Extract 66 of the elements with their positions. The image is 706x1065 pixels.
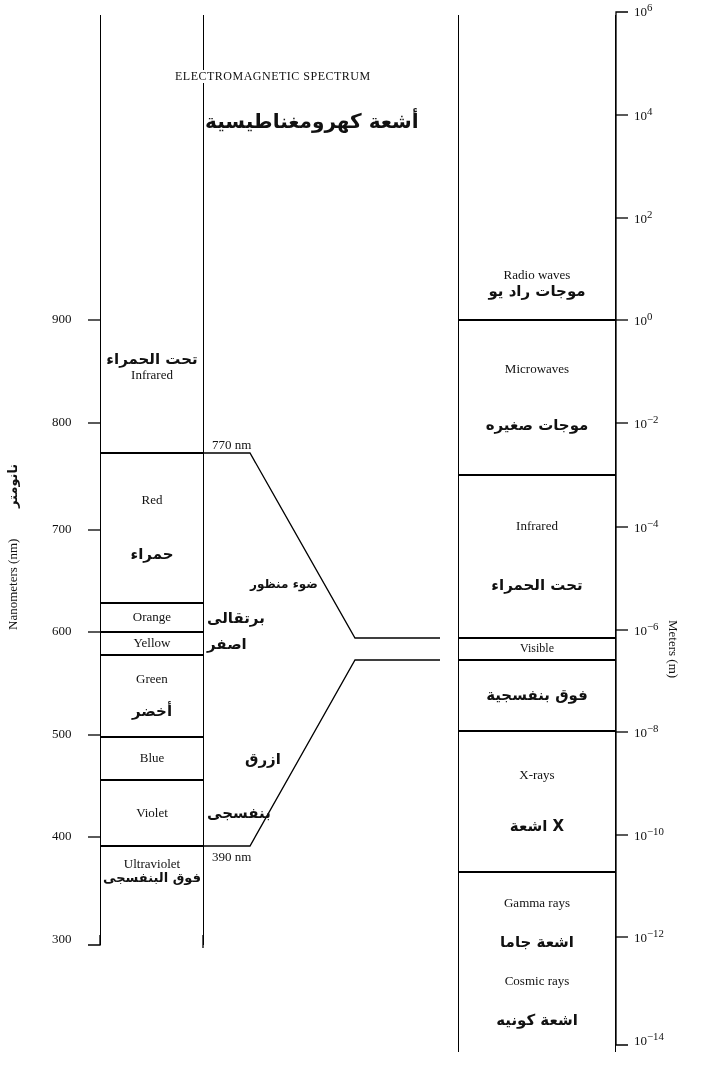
arabic-band-label: اصفر bbox=[207, 635, 247, 652]
spectrum-band bbox=[458, 320, 616, 475]
band-label: Infrared bbox=[131, 367, 173, 382]
scale-label: 900 bbox=[52, 312, 72, 327]
axis-title: Meters (m) bbox=[665, 620, 680, 679]
band-label: Ultraviolet bbox=[123, 857, 181, 872]
band-label: Yellow bbox=[133, 636, 171, 651]
arabic-band-label: اشعة X bbox=[509, 818, 565, 835]
scale-label: 10$^{−4}$ bbox=[634, 518, 659, 536]
spectrum-band bbox=[100, 846, 204, 945]
arabic-band-label: فوق البنفسجى bbox=[103, 871, 201, 886]
scale-label: 10$^{−2}$ bbox=[634, 414, 659, 432]
boundary-label: 390 nm bbox=[212, 850, 252, 865]
band-label: Radio waves bbox=[503, 268, 571, 283]
spectrum-band bbox=[458, 872, 616, 1052]
axis-title: نانومتر bbox=[6, 463, 21, 508]
arabic-band-label: اشعة جاما bbox=[499, 934, 574, 951]
diagram-title: ELECTROMAGNETIC SPECTRUM bbox=[175, 70, 371, 84]
spectrum-band bbox=[458, 638, 616, 660]
band-label: X-rays bbox=[519, 768, 555, 783]
arabic-band-label: ازرق bbox=[245, 750, 281, 767]
band-label: Orange bbox=[132, 610, 172, 625]
scale-label: 10$^{0}$ bbox=[634, 311, 653, 329]
band-label: Microwaves bbox=[504, 361, 570, 377]
scale-label: 500 bbox=[52, 727, 72, 742]
arabic-band-label: أخضر bbox=[131, 703, 173, 720]
arabic-band-label: حمراء bbox=[130, 546, 174, 563]
scale-label: 400 bbox=[52, 829, 72, 844]
spectrum-band bbox=[458, 660, 616, 731]
spectrum-band bbox=[458, 475, 616, 638]
band-label: Green bbox=[136, 672, 168, 687]
arabic-band-label: تحت الحمراء bbox=[106, 351, 198, 368]
band-label: Cosmic rays bbox=[504, 974, 570, 989]
title-translation: أشعة كهرومغناطيسية bbox=[205, 110, 419, 132]
scale-label: 10$^{6}$ bbox=[634, 2, 653, 20]
band-label: Red bbox=[141, 493, 163, 508]
scale-label: 10$^{−10}$ bbox=[634, 826, 664, 844]
band-label: Blue bbox=[139, 751, 165, 766]
scale-label: 10$^{4}$ bbox=[634, 106, 653, 124]
spectrum-band bbox=[100, 655, 204, 737]
scale-label: 700 bbox=[52, 522, 72, 537]
scale-label: 10$^{−6}$ bbox=[634, 621, 659, 639]
band-label: Violet bbox=[136, 805, 168, 821]
arabic-band-label: برتقالى bbox=[207, 609, 265, 626]
scale-label: 600 bbox=[52, 624, 72, 639]
scale-label: 10$^{−12}$ bbox=[634, 928, 664, 946]
arabic-band-label: موجات صغيره bbox=[485, 416, 589, 434]
spectrum-band bbox=[458, 15, 616, 320]
spectrum-band bbox=[100, 453, 204, 603]
region-label: ضوء منظور bbox=[250, 578, 318, 592]
arabic-band-label: موجات راد يو bbox=[488, 282, 586, 299]
arabic-band-label: بنفسجى bbox=[207, 804, 271, 822]
scale-label: 10$^{−8}$ bbox=[634, 723, 659, 741]
band-label: Gamma rays bbox=[503, 896, 571, 911]
arabic-band-label: اشعة كونيه bbox=[496, 1011, 578, 1029]
band-label: Visible bbox=[520, 642, 554, 656]
boundary-label: 770 nm bbox=[212, 438, 252, 453]
arabic-band-label: فوق بنفسجية bbox=[486, 687, 588, 704]
scale-label: 10$^{−14}$ bbox=[634, 1031, 664, 1049]
band-label: Infrared bbox=[516, 519, 558, 534]
spectrum-band bbox=[458, 731, 616, 872]
scale-label: 300 bbox=[52, 932, 72, 947]
scale-label: 800 bbox=[52, 415, 72, 430]
axis-title: Nanometers (nm) bbox=[6, 538, 21, 630]
scale-label: 10$^{2}$ bbox=[634, 209, 653, 227]
arabic-band-label: تحت الحمراء bbox=[491, 577, 583, 594]
